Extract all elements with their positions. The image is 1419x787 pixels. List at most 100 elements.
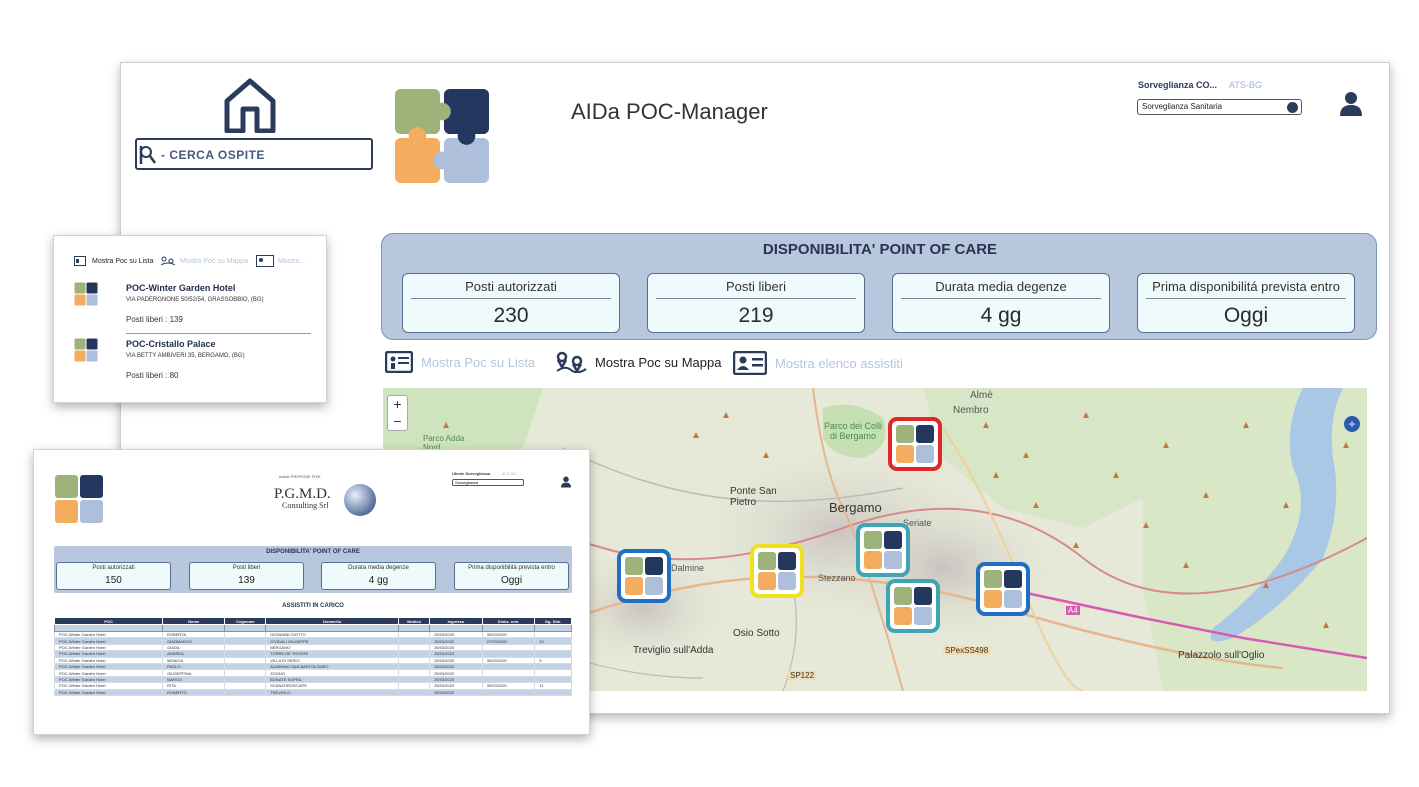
stat-card-avg-stay: Durata media degenze 4 gg [892,273,1110,333]
stat-label: Posti liberi [232,565,261,571]
column-header[interactable]: Nome [162,617,226,625]
zoom-out-button[interactable]: − [393,413,402,429]
stat-card: Posti liberi 139 [189,562,304,590]
expand-icon[interactable]: + [1344,416,1360,432]
map-label: Nembro [953,405,989,416]
table-cell [224,688,267,696]
stat-value: Oggi [1223,304,1269,327]
column-filter-input[interactable] [481,624,536,632]
column-filter-input[interactable] [534,624,572,632]
stat-label: Durata media degenze [935,279,1067,294]
map-label: Seriate [903,518,932,528]
role-select[interactable]: Sorveglianza Sanitaria [1137,99,1302,115]
tab-list-label: Mostra Poc su Lista [421,354,536,370]
table-cell: ROBERTO [162,688,226,696]
app-title: AIDa POC-Manager [571,99,768,124]
column-filter-input[interactable] [224,624,267,632]
stat-value: 139 [238,575,255,586]
map-label: SPexSS498 [943,646,991,655]
list-item[interactable]: POC-Cristallo Palace VIA BETTY AMBIVERI … [126,339,306,380]
user-icon[interactable] [561,475,571,493]
map-pins-icon [556,351,587,373]
tab-assisted-label: Mostra elenco assistiti [775,355,903,371]
map-label: Palazzolo sull'Oglio [1178,650,1265,661]
map-label: Ponte San Pietro [730,486,777,508]
map-label: A4 [1066,606,1080,615]
chevron-down-icon [1287,102,1298,113]
availability-title: DISPONIBILITA' POINT OF CARE [762,241,998,258]
poc-marker[interactable] [750,544,804,603]
poc-marker[interactable] [976,562,1030,621]
column-header[interactable]: Domicilio [265,617,400,625]
user-name: Sorveglianza CO... [1138,80,1218,90]
list-card-icon [385,351,413,373]
header-small: Inside PROPOSE FIXE [279,474,321,479]
poc-puzzle-icon [856,523,910,577]
list-tab-list[interactable]: Mostra Poc su Lista [92,258,154,265]
app-logo [54,474,104,529]
poc-list-window: Mostra Poc su Lista Mostra Poc su Mappa … [53,235,327,403]
main-window: - CERCA OSPITE AIDa POC-Manager Sorvegli… [120,62,1390,714]
poc-marker[interactable] [888,417,942,476]
list-tab-map[interactable]: Mostra Poc su Mappa [180,258,249,265]
column-filter-input[interactable] [398,624,431,632]
poc-name: POC-Cristallo Palace [126,339,216,349]
column-header[interactable]: Cognome [224,617,267,625]
column-filter-input[interactable] [429,624,483,632]
search-guest-input[interactable]: - CERCA OSPITE [135,138,373,170]
poc-logo-small [74,338,98,367]
role-select[interactable]: Sorveglianza [452,479,524,486]
user-icon[interactable] [1340,91,1362,122]
table-cell: POC-Winter Garden Hotel [53,688,164,696]
availability-title: DISPONIBILITA' POINT OF CARE [266,549,360,555]
tab-map[interactable]: Mostra Poc su Mappa [555,351,721,373]
poc-address: VIA BETTY AMBIVERI 35, BERGAMO, (BG) [126,353,245,359]
map-label: Parco Adda Nord [423,434,465,452]
list-item[interactable]: POC-Winter Garden Hotel VIA PADERGNONE 5… [126,283,306,324]
map-label: Osio Sotto [733,628,780,639]
poc-marker[interactable] [856,523,910,582]
role-select-value: Sorveglianza [455,480,479,485]
stat-label: Durata media degenze [348,565,409,571]
column-header[interactable]: Dimis. entr. [481,617,536,625]
stat-card-first-availability: Prima disponibilitá prevista entro Oggi [1137,273,1355,333]
stat-label: Posti liberi [726,279,786,294]
table-cell [534,688,572,696]
user-org: ATS-BG [502,471,517,476]
poc-free-beds: Posti liberi : 80 [126,371,179,380]
list-tab-assisted[interactable]: Mostra... [278,258,306,265]
table-cell: TREVIOLO [265,688,400,696]
column-filter-input[interactable] [53,624,164,632]
table-cell: 25/03/2020 [429,688,483,696]
poc-marker[interactable] [617,549,671,608]
company-name: P.G.M.D. [274,486,331,502]
column-filter-input[interactable] [162,624,226,632]
stat-value: 150 [105,575,122,586]
stat-card: Posti autorizzati 150 [56,562,171,590]
column-header[interactable]: POC [53,617,164,625]
stat-label: Posti autorizzati [465,279,557,294]
poc-name: POC-Winter Garden Hotel [126,283,236,293]
tab-assisted[interactable]: Mostra elenco assistiti [733,351,903,375]
stat-label: Posti autorizzati [92,565,135,571]
home-icon[interactable] [221,77,279,138]
poc-marker[interactable] [886,579,940,638]
user-name: Utente Sorveglianza [452,471,491,476]
table-title: ASSISTITI IN CARICO [282,603,344,609]
column-header[interactable]: Medico [398,617,431,625]
map-label: Almè [970,390,993,401]
zoom-in-button[interactable]: + [393,396,402,412]
app-logo [393,87,491,190]
column-header[interactable]: Ingresso [429,617,483,625]
tab-list[interactable]: Mostra Poc su Lista [385,351,535,373]
column-filter-input[interactable] [265,624,400,632]
poc-logo-small [74,282,98,311]
stat-card-authorized: Posti autorizzati 230 [402,273,620,333]
poc-puzzle-icon [886,579,940,633]
column-header[interactable]: Gg. Dim. [534,617,572,625]
id-card-icon [256,255,274,267]
filter-row [53,624,572,632]
